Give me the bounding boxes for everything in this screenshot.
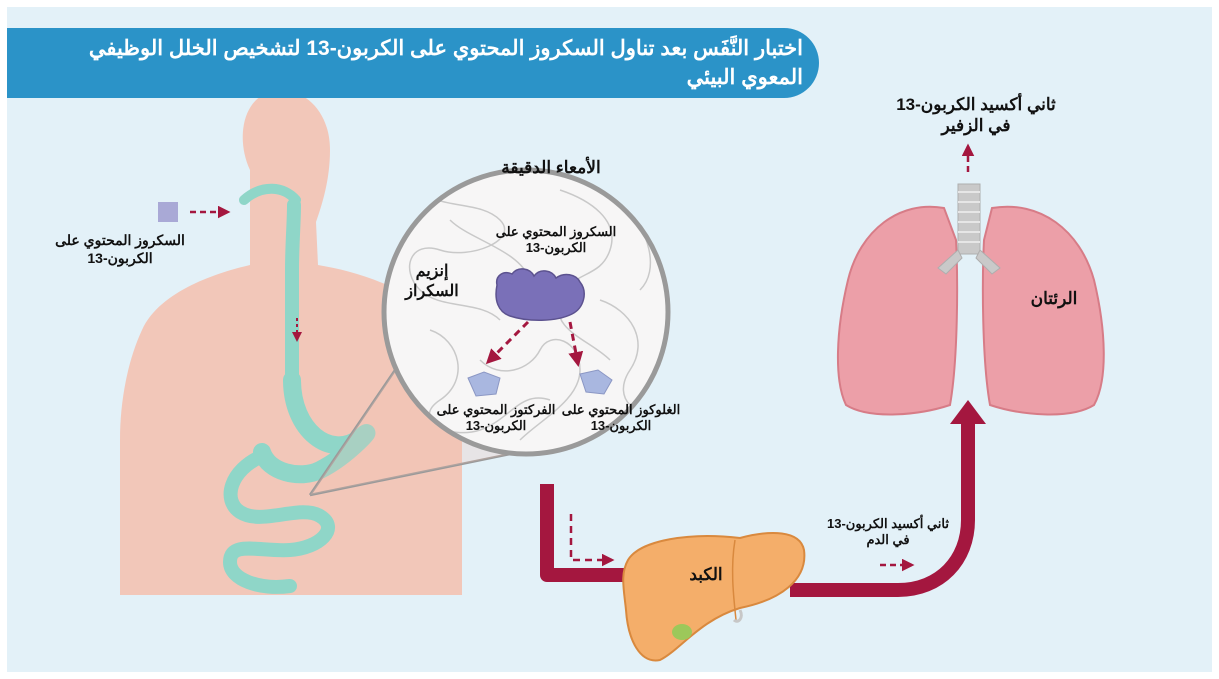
enzyme-label: إنزيم السكراز — [396, 262, 468, 302]
page-title: اختبار النَّفَس بعد تناول السكروز المحتو… — [23, 34, 803, 92]
fructose-label: الفركتوز المحتوي على الكربون-13 — [432, 402, 560, 435]
small-intestine-label: الأمعاء الدقيقة — [476, 157, 626, 178]
enzyme-shape — [496, 269, 584, 320]
co2-blood-label: ثاني أكسيد الكربون-13 في الدم — [826, 516, 950, 549]
sucrose-input-label: السكروز المحتوي على الكربون-13 — [30, 232, 210, 267]
blood-vessel-arrowhead — [950, 400, 986, 424]
lungs-label: الرئتان — [1014, 288, 1094, 309]
liver-shape — [623, 533, 804, 660]
title-banner: اختبار النَّفَس بعد تناول السكروز المحتو… — [7, 28, 819, 98]
liver-label: الكبد — [676, 564, 736, 585]
co2-breath-label: ثاني أكسيد الكربون-13 في الزفير — [896, 94, 1056, 137]
portal-dashed-arrow — [571, 514, 612, 560]
sucrose-cube — [158, 202, 178, 222]
glucose-label: الغلوكوز المحتوي على الكربون-13 — [556, 402, 686, 435]
sucrose-inside-label: السكروز المحتوي على الكربون-13 — [476, 224, 636, 257]
